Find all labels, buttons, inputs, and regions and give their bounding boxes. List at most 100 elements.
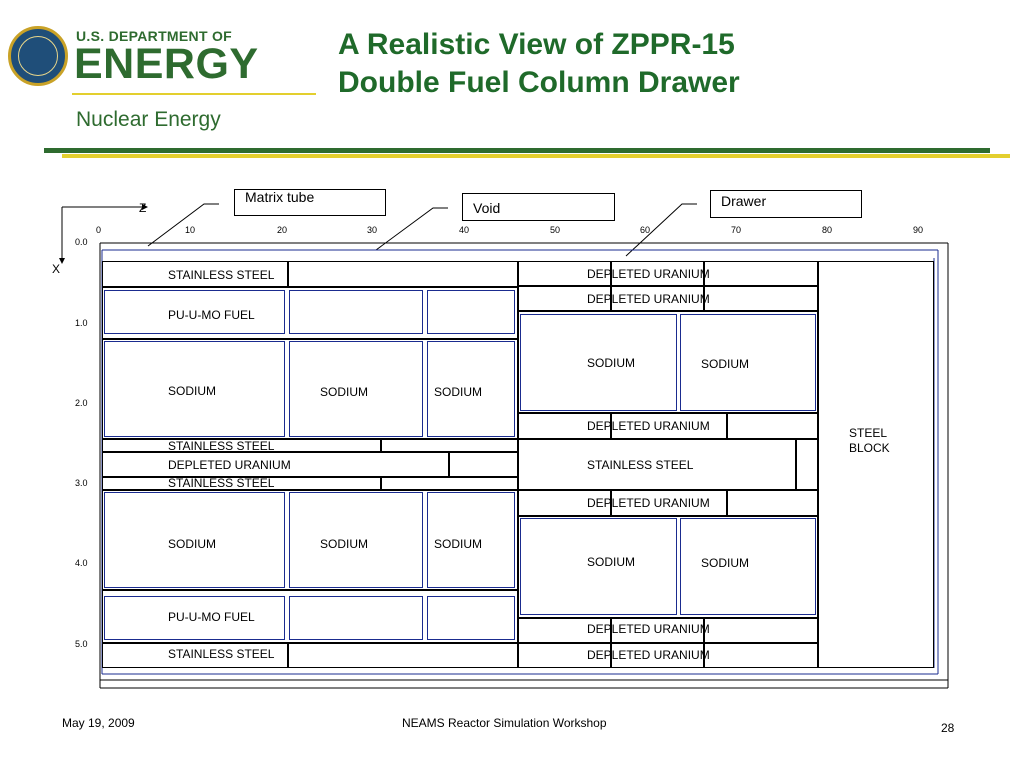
tube-right-sodium-3 <box>520 518 677 615</box>
right-du-4-div-a <box>610 490 612 516</box>
callout-drawer-label: Drawer <box>721 193 767 209</box>
tube-right-sodium-2 <box>680 314 816 411</box>
left-ss-mid-1 <box>102 439 518 452</box>
tube-left-sodium-5 <box>289 492 423 588</box>
tube-left-fuel-6 <box>427 596 515 640</box>
right-du-1 <box>518 261 818 286</box>
z-tick-0: 0 <box>96 225 102 235</box>
label-left-fuel-bottom: PU-U-MO FUEL <box>168 610 255 624</box>
tube-left-fuel-2 <box>289 290 423 334</box>
z-tick-90: 90 <box>913 225 924 235</box>
right-du-1-div-b <box>703 261 705 286</box>
tube-left-fuel-3 <box>427 290 515 334</box>
label-right-sodium-1: SODIUM <box>587 356 635 370</box>
label-left-sodium-3: SODIUM <box>434 385 482 399</box>
z-tick-20: 20 <box>277 225 288 235</box>
label-left-sodium-2: SODIUM <box>320 385 368 399</box>
z-tick-50: 50 <box>550 225 561 235</box>
label-right-sodium-3: SODIUM <box>587 555 635 569</box>
label-left-ss-bottom: STAINLESS STEEL <box>168 647 275 661</box>
z-tick-40: 40 <box>459 225 470 235</box>
label-left-du-mid: DEPLETED URANIUM <box>168 458 291 472</box>
tube-right-sodium-4 <box>680 518 816 615</box>
left-du-mid-divider <box>448 452 450 477</box>
label-right-du-5: DEPLETED URANIUM <box>587 622 710 636</box>
leader-drawer <box>625 203 697 257</box>
slide-title: A Realistic View of ZPPR-15 Double Fuel … <box>338 26 740 102</box>
tube-left-sodium-4 <box>104 492 285 588</box>
callout-matrix-tube: Matrix tube <box>234 189 386 216</box>
x-tick-3: 3.0 <box>75 478 88 488</box>
left-sodium-bottom <box>102 490 518 590</box>
header-rule-green <box>44 148 990 153</box>
eagle-icon <box>18 36 58 76</box>
right-du-5 <box>518 618 818 643</box>
left-ss-top-divider <box>287 261 289 287</box>
callout-void: Void <box>462 193 615 221</box>
left-ss-mid-2-divider <box>380 477 382 490</box>
right-du-3-div-b <box>726 413 728 439</box>
right-ss-mid-divider <box>795 439 797 490</box>
page-number: 28 <box>941 721 955 735</box>
z-tick-80: 80 <box>822 225 833 235</box>
left-ss-bottom-divider <box>287 643 289 668</box>
right-du-2 <box>518 286 818 311</box>
right-sodium-bottom <box>518 516 818 618</box>
footer-date: May 19, 2009 <box>62 716 135 730</box>
right-du-6 <box>518 643 818 668</box>
right-du-4 <box>518 490 818 516</box>
right-sodium-top <box>518 311 818 413</box>
label-right-sodium-2: SODIUM <box>701 357 749 371</box>
x-axis-label: X <box>52 262 61 276</box>
label-left-sodium-1: SODIUM <box>168 384 216 398</box>
z-tick-60: 60 <box>640 225 651 235</box>
tube-right-sodium-1 <box>520 314 677 411</box>
x-arrow-head <box>59 258 65 264</box>
header-rule-yellow <box>62 154 1010 158</box>
x-tick-1: 1.0 <box>75 318 88 328</box>
left-ss-mid-2 <box>102 477 518 490</box>
callout-void-label: Void <box>473 200 501 216</box>
callout-matrix-tube-label: Matrix tube <box>245 189 315 205</box>
z-tick-70: 70 <box>731 225 742 235</box>
label-left-ss-mid-1: STAINLESS STEEL <box>168 439 275 453</box>
tube-left-sodium-6 <box>427 492 515 588</box>
tube-left-sodium-2 <box>289 341 423 437</box>
left-fuel-bottom <box>102 590 518 643</box>
left-ss-mid-1-divider <box>380 439 382 452</box>
logo-subtitle: Nuclear Energy <box>76 108 221 131</box>
right-du-6-div-b <box>703 643 705 668</box>
label-right-du-6: DEPLETED URANIUM <box>587 648 710 662</box>
leader-void <box>375 207 448 251</box>
label-right-du-3: DEPLETED URANIUM <box>587 419 710 433</box>
right-du-5-div-a <box>610 618 612 643</box>
label-left-fuel-top: PU-U-MO FUEL <box>168 308 255 322</box>
label-right-du-4: DEPLETED URANIUM <box>587 496 710 510</box>
label-right-sodium-4: SODIUM <box>701 556 749 570</box>
z-tick-30: 30 <box>367 225 378 235</box>
right-ss-mid <box>518 439 818 490</box>
title-line-1: A Realistic View of ZPPR-15 <box>338 28 735 61</box>
tube-left-sodium-1 <box>104 341 285 437</box>
steel-block <box>818 261 934 668</box>
left-sodium-top <box>102 339 518 439</box>
left-ss-bottom <box>102 643 518 668</box>
label-left-ss-mid-2: STAINLESS STEEL <box>168 476 275 490</box>
callout-drawer: Drawer <box>710 190 862 218</box>
right-du-2-div-b <box>703 286 705 311</box>
right-du-3-div-a <box>610 413 612 439</box>
logo-divider <box>72 93 316 95</box>
z-arrow-head <box>142 204 148 210</box>
left-du-mid <box>102 452 518 477</box>
tube-left-sodium-3 <box>427 341 515 437</box>
label-left-sodium-4: SODIUM <box>168 537 216 551</box>
x-tick-0: 0.0 <box>75 237 88 247</box>
z-tick-10: 10 <box>185 225 196 235</box>
leader-matrix-tube <box>147 203 219 247</box>
right-du-5-div-b <box>703 618 705 643</box>
right-du-4-div-b <box>726 490 728 516</box>
x-tick-2: 2.0 <box>75 398 88 408</box>
x-tick-5: 5.0 <box>75 639 88 649</box>
